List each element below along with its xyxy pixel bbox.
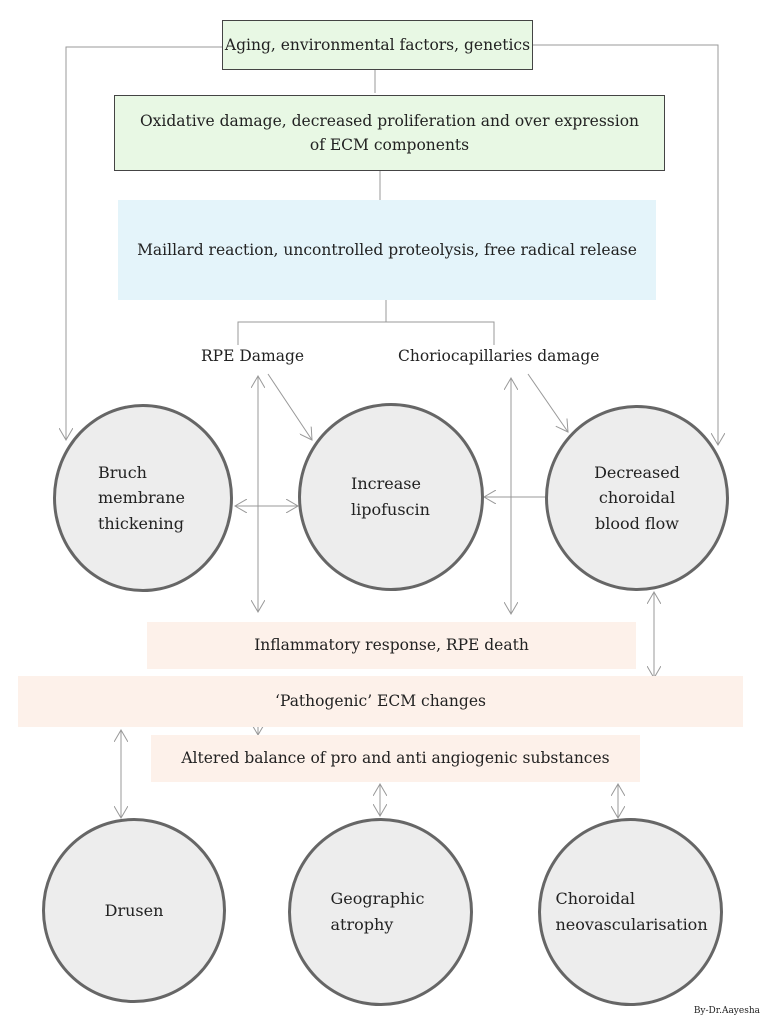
altered-balance-box: Altered balance of pro and anti angiogen… [151, 735, 640, 782]
arrow-rpe-to-lipofuscin [267, 373, 312, 440]
pathogenic-box: ‘Pathogenic’ ECM changes [18, 676, 743, 727]
connector-branch [237, 321, 495, 345]
blood-flow-circle: Decreased choroidal blood flow [545, 405, 729, 591]
pathogenic-box-text: ‘Pathogenic’ ECM changes [275, 692, 486, 711]
oxidative-box-text: Oxidative damage, decreased proliferatio… [139, 111, 640, 154]
maillard-box-text: Maillard reaction, uncontrolled proteoly… [137, 240, 637, 259]
arrow-top-to-bruch [66, 46, 222, 440]
bruch-membrane-circle: Bruch membrane thickening [53, 404, 233, 592]
inflammatory-box: Inflammatory response, RPE death [147, 622, 636, 669]
geographic-atrophy-text: Geographic atrophy [330, 889, 425, 934]
arrow-top-to-bloodflow [533, 44, 718, 445]
drusen-circle: Drusen [42, 818, 226, 1003]
arrow-chorio-to-bloodflow [527, 373, 568, 432]
author-credit: By-Dr.Aayesha [693, 1006, 760, 1016]
inflammatory-box-text: Inflammatory response, RPE death [254, 636, 529, 655]
aging-box: Aging, environmental factors, genetics [222, 20, 533, 70]
bruch-membrane-text: Bruch membrane thickening [98, 462, 186, 533]
oxidative-box: Oxidative damage, decreased proliferatio… [114, 95, 665, 171]
choriocapillaries-damage-label: Choriocapillaries damage [398, 347, 600, 365]
choroidal-neovascularisation-text: Choroidal neovascularisation [555, 889, 708, 934]
lipofuscin-text: Increase lipofuscin [351, 474, 430, 519]
geographic-atrophy-circle: Geographic atrophy [288, 818, 473, 1006]
altered-balance-box-text: Altered balance of pro and anti angiogen… [181, 749, 610, 768]
maillard-box: Maillard reaction, uncontrolled proteoly… [118, 200, 656, 300]
lipofuscin-circle: Increase lipofuscin [298, 403, 484, 591]
drusen-text: Drusen [104, 900, 164, 920]
aging-box-text: Aging, environmental factors, genetics [224, 35, 531, 54]
rpe-damage-label: RPE Damage [201, 347, 305, 365]
blood-flow-text: Decreased choroidal blood flow [594, 462, 680, 533]
choroidal-neovascularisation-circle: Choroidal neovascularisation [538, 818, 723, 1006]
